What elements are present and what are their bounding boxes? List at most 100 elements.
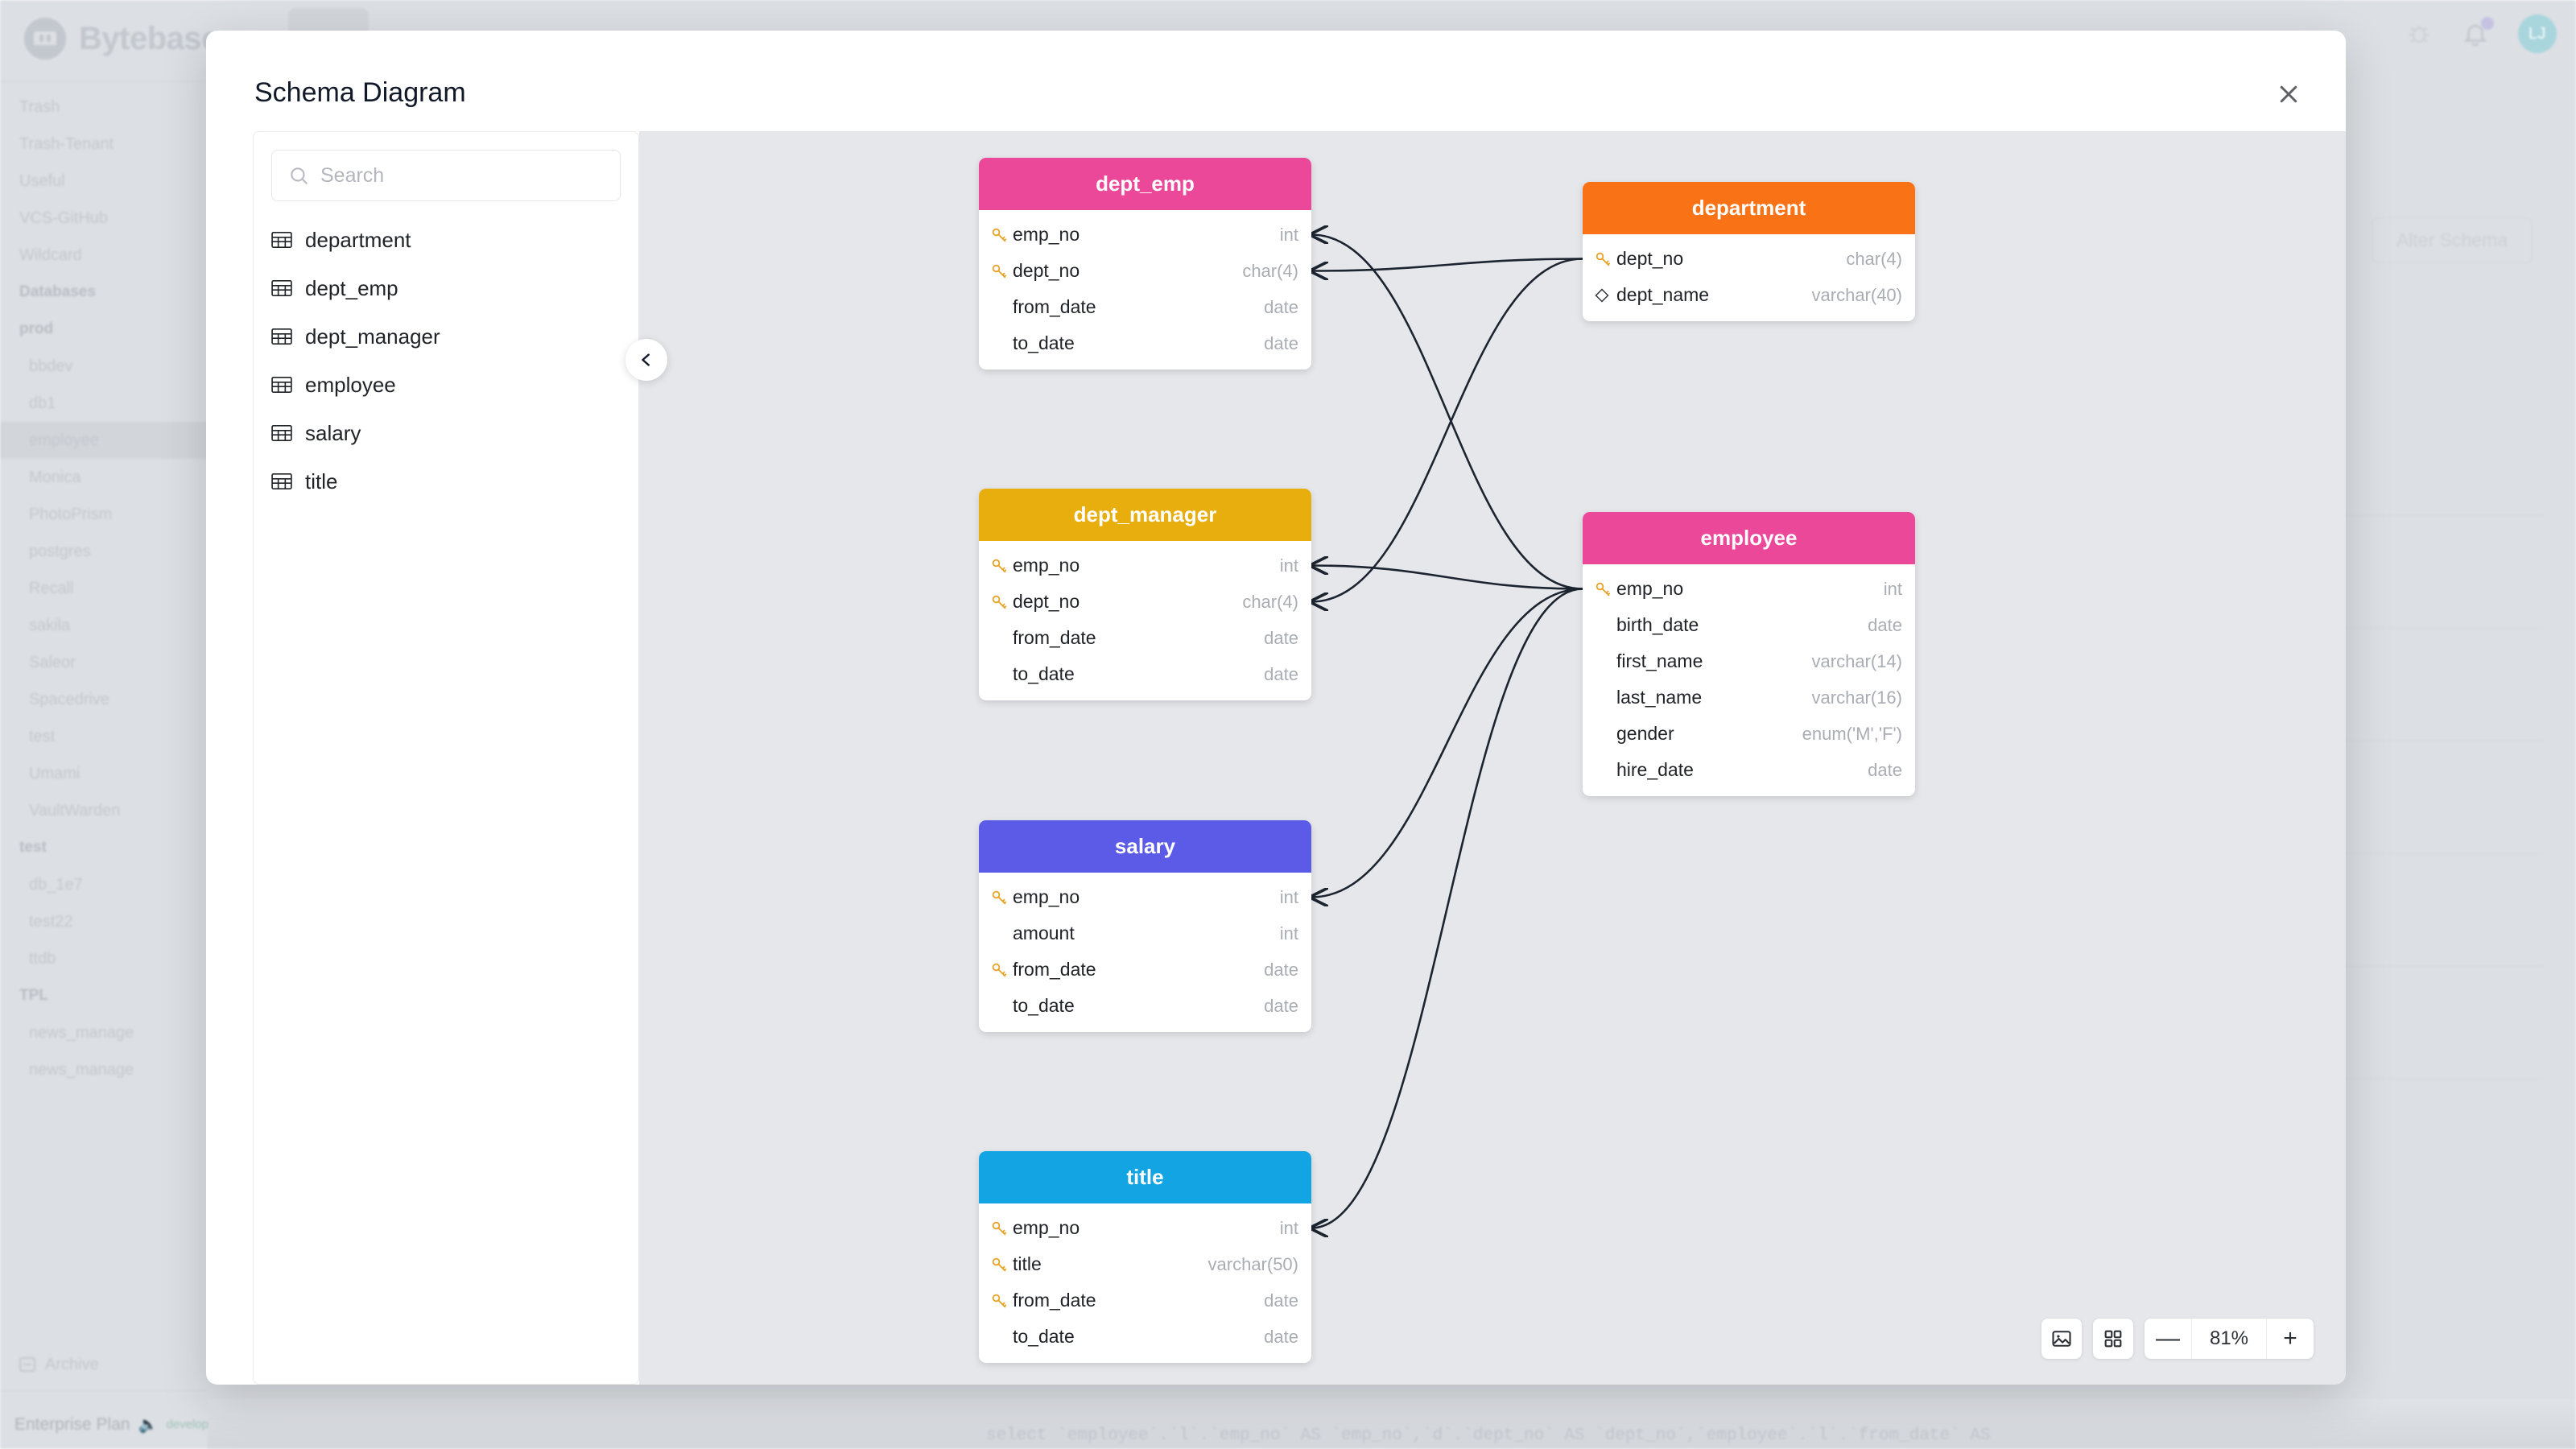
- column-type: date: [1868, 614, 1902, 635]
- table-icon: [271, 231, 292, 249]
- sidebar-item-monica[interactable]: Monica: [29, 468, 81, 486]
- relationship-edges: [639, 131, 1583, 1385]
- sidebar-item-news-manage[interactable]: news_manage: [29, 1060, 134, 1079]
- column-name: emp_no: [1013, 1217, 1080, 1238]
- sidebar-item-vaultwarden[interactable]: VaultWarden: [29, 801, 121, 819]
- bug-icon[interactable]: [2405, 20, 2433, 47]
- column-type: int: [1883, 578, 1902, 599]
- sidebar-item-saleor[interactable]: Saleor: [29, 653, 76, 671]
- sidebar-item-postgres[interactable]: postgres: [29, 542, 91, 560]
- zoom-in-button[interactable]: +: [2283, 1325, 2297, 1352]
- list-item[interactable]: dept_emp: [254, 264, 638, 312]
- table-row[interactable]: emp_no int: [979, 1210, 1311, 1246]
- zoom-separator: [2266, 1319, 2267, 1359]
- table-node-title: dept_emp: [979, 158, 1311, 210]
- collapse-panel-button[interactable]: [625, 339, 667, 381]
- table-row[interactable]: emp_no int: [1583, 571, 1915, 607]
- sidebar-item-trash-tenant[interactable]: Trash-Tenant: [19, 134, 114, 153]
- sidebar-item-db-1e7[interactable]: db_1e7: [29, 875, 83, 894]
- sidebar-item-db1[interactable]: db1: [29, 394, 56, 412]
- column-name: first_name: [1616, 650, 1703, 671]
- sidebar-item-employee[interactable]: employee: [0, 422, 208, 459]
- sidebar-item-test[interactable]: test: [29, 727, 56, 745]
- sidebar-item-archive[interactable]: Archive: [0, 1344, 208, 1385]
- list-item[interactable]: title: [254, 457, 638, 506]
- image-icon[interactable]: [2041, 1319, 2082, 1359]
- sidebar-item-wildcard[interactable]: Wildcard: [19, 246, 82, 264]
- sidebar-item-trash[interactable]: Trash: [19, 97, 60, 116]
- sidebar-item-vcs-github[interactable]: VCS-GitHub: [19, 208, 109, 227]
- list-item[interactable]: dept_manager: [254, 312, 638, 361]
- table-node-title: department: [1583, 182, 1915, 234]
- search-box[interactable]: [271, 150, 621, 201]
- sidebar-item-recall[interactable]: Recall: [29, 579, 74, 597]
- sidebar-item-umami[interactable]: Umami: [29, 764, 80, 782]
- column-name: from_date: [1013, 627, 1096, 648]
- list-item-label: dept_manager: [305, 324, 440, 349]
- search-input[interactable]: [320, 163, 604, 188]
- close-icon[interactable]: [2272, 77, 2306, 111]
- list-item[interactable]: employee: [254, 361, 638, 409]
- alter-schema-button[interactable]: Alter Schema: [2371, 217, 2533, 263]
- table-node-title: salary: [979, 820, 1311, 873]
- column-type: date: [1868, 759, 1902, 780]
- sidebar-item-test22[interactable]: test22: [29, 912, 73, 931]
- bytebase-logo-icon: [24, 18, 66, 60]
- sidebar-item-useful[interactable]: Useful: [19, 171, 65, 190]
- relationship-edge: [1311, 566, 1583, 590]
- table-icon: [271, 376, 292, 394]
- notification-dot: [2481, 17, 2494, 30]
- key-icon: [1594, 580, 1616, 598]
- key-icon: [990, 262, 1013, 280]
- bell-icon[interactable]: [2462, 17, 2494, 47]
- sidebar-item-news-manage[interactable]: news_manage: [29, 1023, 134, 1042]
- grid-icon[interactable]: [2093, 1319, 2133, 1359]
- zoom-level[interactable]: 81%: [2209, 1327, 2249, 1349]
- zoom-out-button[interactable]: —: [2156, 1325, 2180, 1352]
- sidebar-item-ttdb[interactable]: ttdb: [29, 949, 56, 968]
- list-item[interactable]: department: [254, 216, 638, 264]
- list-item[interactable]: salary: [254, 409, 638, 457]
- sidebar-item-sakila[interactable]: sakila: [29, 616, 71, 634]
- column-name: to_date: [1013, 995, 1075, 1016]
- column-name: emp_no: [1616, 578, 1684, 599]
- sidebar-item-photoprism[interactable]: PhotoPrism: [29, 505, 113, 523]
- sidebar-item-bbdev[interactable]: bbdev: [29, 357, 73, 375]
- sidebar-item-spacedrive[interactable]: Spacedrive: [29, 690, 110, 708]
- column-type: int: [1279, 1217, 1298, 1238]
- avatar[interactable]: LJ: [2518, 14, 2557, 53]
- column-type: int: [1279, 886, 1298, 907]
